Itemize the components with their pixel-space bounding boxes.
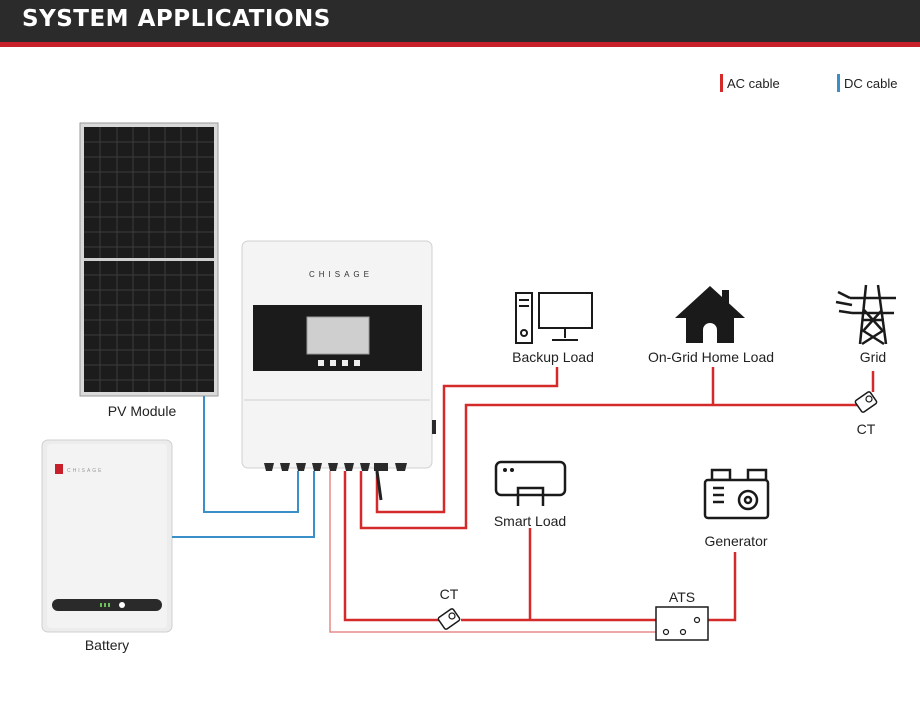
smart-load-label: Smart Load xyxy=(493,513,567,529)
legend-ac-label: AC cable xyxy=(727,75,780,91)
inverter-brand-text: CHISAGE xyxy=(309,270,373,279)
current-transformer-icon-bottom xyxy=(437,608,461,630)
ats-label: ATS xyxy=(668,589,696,605)
pv-module-label: PV Module xyxy=(107,403,177,419)
ats-switch-icon xyxy=(655,606,709,641)
dc-cables xyxy=(172,396,315,538)
house-icon xyxy=(675,286,745,343)
legend-dc-label: DC cable xyxy=(844,75,898,91)
computer-icon xyxy=(515,292,593,344)
dc-cable-swatch xyxy=(837,74,840,92)
battery-unit: CHISAGE xyxy=(41,439,173,633)
ct-bottom-label: CT xyxy=(439,586,459,602)
generator-icon xyxy=(703,468,770,520)
header-bar xyxy=(0,0,920,42)
header-accent-stripe xyxy=(0,42,920,47)
ac-cable-bypass xyxy=(329,471,658,633)
transmission-tower-icon xyxy=(835,284,896,346)
ac-cable-swatch xyxy=(720,74,723,92)
current-transformer-icon-grid xyxy=(854,391,878,413)
hybrid-inverter: CHISAGE xyxy=(241,240,436,471)
battery-brand-text: CHISAGE xyxy=(67,468,104,474)
grid-label: Grid xyxy=(859,349,887,365)
ac-cables xyxy=(343,367,875,622)
backup-load-label: Backup Load xyxy=(512,349,594,365)
battery-label: Battery xyxy=(84,637,130,653)
air-conditioner-icon xyxy=(494,460,567,506)
ct-grid-label: CT xyxy=(856,421,876,437)
legend-dc: DC cable xyxy=(837,74,897,92)
on-grid-home-load-label: On-Grid Home Load xyxy=(647,349,775,365)
battery-logo-icon xyxy=(55,464,63,474)
page-title: SYSTEM APPLICATIONS xyxy=(22,6,331,32)
legend-ac: AC cable xyxy=(720,74,780,92)
pv-module-panel xyxy=(79,122,219,397)
generator-label: Generator xyxy=(704,533,768,549)
